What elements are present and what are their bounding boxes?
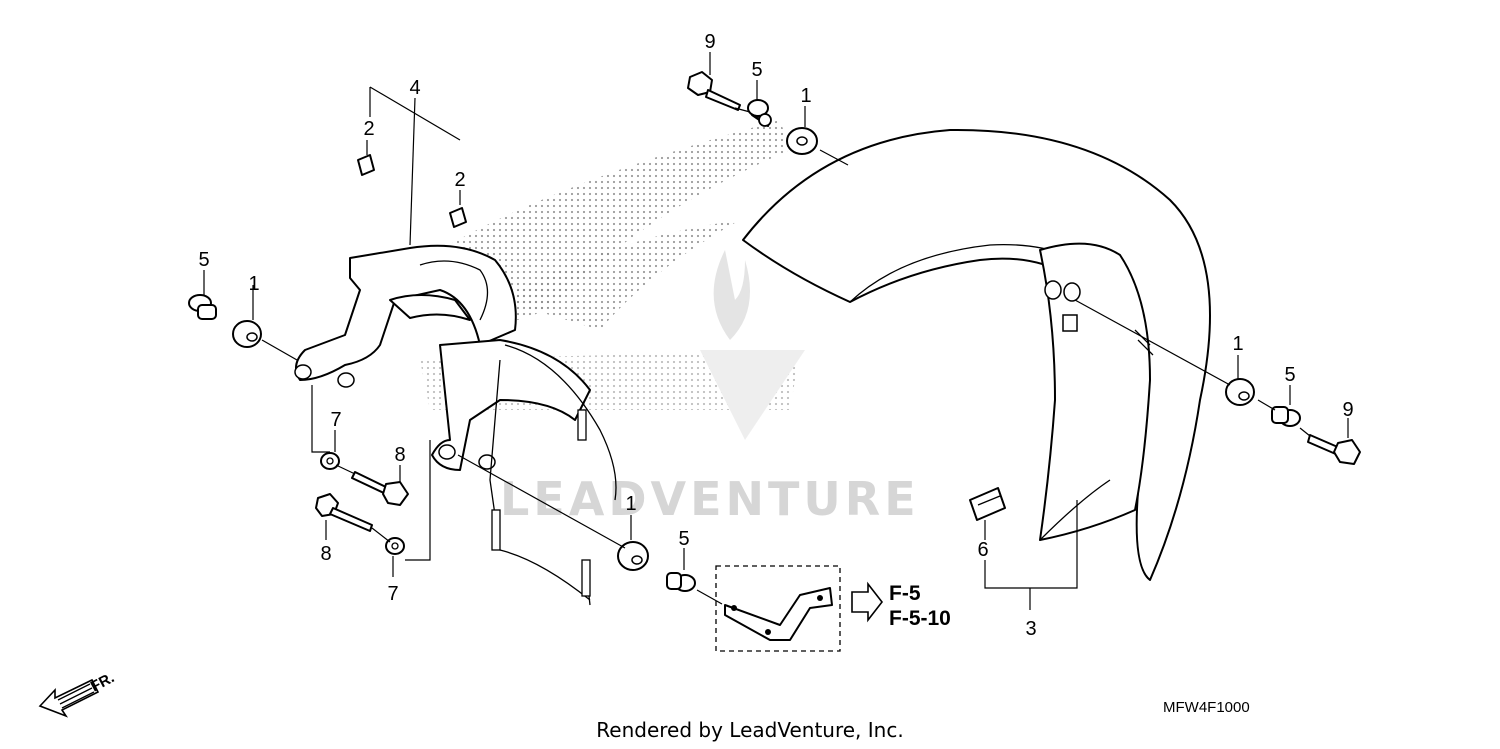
callout-5-top: 5	[751, 59, 762, 81]
callout-1-bottom: 1	[625, 493, 636, 515]
clip-2-lower	[449, 207, 467, 228]
inner-fender-bracket	[294, 244, 617, 606]
collar-5-left	[188, 294, 217, 320]
washer-7-lower	[385, 537, 405, 555]
diagram-code: MFW4F1000	[1163, 699, 1250, 716]
callout-1-top: 1	[800, 85, 811, 107]
grommet-1-right	[1225, 378, 1255, 406]
grommet-1-left	[232, 320, 262, 348]
callout-5-bottom: 5	[678, 528, 689, 550]
watermark-text: LEADVENTURE	[500, 472, 920, 526]
callout-8-upper: 8	[394, 444, 405, 466]
bolt-9-right	[1307, 434, 1361, 465]
callout-7-upper: 7	[330, 409, 341, 431]
callout-4: 4	[409, 77, 420, 99]
callout-9-top: 9	[704, 31, 715, 53]
callout-5-left: 5	[198, 249, 209, 271]
callout-2-upper: 2	[363, 118, 374, 140]
callout-8-lower: 8	[320, 543, 331, 565]
callout-7-lower: 7	[387, 583, 398, 605]
reference-arrow	[851, 581, 884, 623]
pad-6	[969, 487, 1006, 521]
callout-2-lower: 2	[454, 169, 465, 191]
leader-lines	[203, 52, 1349, 610]
collar-5-bottom	[666, 572, 696, 592]
grommet-1-top	[786, 127, 818, 155]
front-fender	[742, 128, 1211, 581]
washer-7-upper	[320, 452, 340, 470]
clip-2-upper	[357, 154, 375, 176]
callout-labels: 9 5 1 4 2 2 5 1 7 8 8 7 1 5 6 3 1 5 9	[198, 31, 1353, 640]
callout-6: 6	[977, 539, 988, 561]
callout-3: 3	[1025, 618, 1036, 640]
callout-5-right: 5	[1284, 364, 1295, 386]
callout-9-right: 9	[1342, 399, 1353, 421]
front-direction-arrow	[38, 678, 100, 718]
grommet-1-bottom	[617, 541, 649, 571]
bolt-8-upper	[351, 471, 409, 506]
callout-1-right: 1	[1232, 333, 1243, 355]
reference-f5-10[interactable]: F-5-10	[889, 607, 951, 630]
bolt-8-lower	[315, 493, 373, 532]
collar-5-top	[747, 99, 772, 127]
bolt-9-top	[687, 71, 741, 111]
reference-box	[715, 565, 841, 652]
reference-f5[interactable]: F-5	[889, 582, 921, 605]
callout-1-left: 1	[248, 273, 259, 295]
render-credit: Rendered by LeadVenture, Inc.	[596, 718, 903, 742]
collar-5-right	[1271, 406, 1301, 427]
